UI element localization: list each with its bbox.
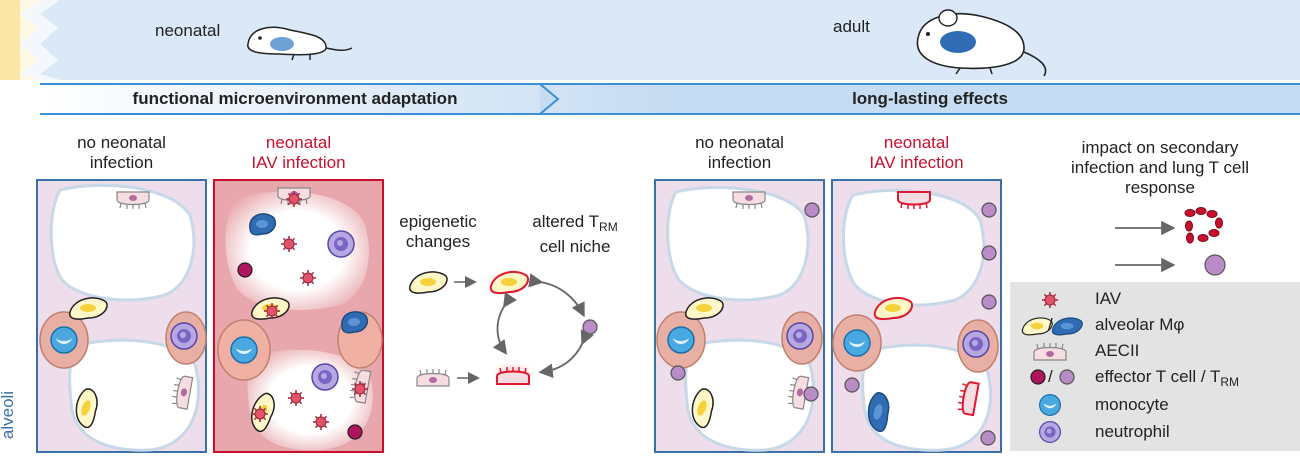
impact-label: impact on secondary infection and lung T… xyxy=(1071,138,1249,197)
phase-bar xyxy=(40,83,1300,115)
legend-iav: IAV xyxy=(1095,289,1122,308)
phase-left-label: functional microenvironment adaptation xyxy=(132,89,458,108)
phase-right-label: long-lasting effects xyxy=(852,89,1008,108)
legend-tcell: effector T cell / TRM xyxy=(1095,367,1239,392)
altered-niche-rest: cell niche xyxy=(539,237,611,256)
adult-mouse-icon xyxy=(916,9,1047,77)
neonatal-mouse-icon xyxy=(247,26,353,61)
legend-slash: / xyxy=(1048,315,1053,334)
alveoli-panel-infected-adult xyxy=(831,179,1002,453)
adult-label: adult xyxy=(833,17,870,36)
neonatal-label: neonatal xyxy=(155,21,221,40)
alveoli-panel-control-adult xyxy=(654,179,825,453)
panel1-title: no neonatal infection xyxy=(77,133,166,172)
legend-box xyxy=(1010,282,1300,451)
alveoli-side-label: alveoli xyxy=(0,390,17,440)
legend-slash-2: / xyxy=(1048,367,1053,386)
panel3-title: no neonatal infection xyxy=(695,133,784,172)
top-banner xyxy=(0,0,1300,80)
legend-tcell-sub: RM xyxy=(1220,375,1240,389)
alveoli-panel-control-neonatal xyxy=(36,179,207,453)
niche-schematic xyxy=(408,266,598,391)
impact-arrows xyxy=(1115,207,1226,276)
altered-niche-main: altered T xyxy=(532,212,600,231)
altered-niche-label: altered TRM cell niche xyxy=(520,212,630,257)
panel4-title: neonatal IAV infection xyxy=(869,133,964,172)
legend-tcell-main: effector T cell / T xyxy=(1095,367,1221,386)
panel2-title: neonatal IAV infection xyxy=(251,133,346,172)
legend-neutrophil: neutrophil xyxy=(1095,422,1170,441)
legend-macrophage: alveolar Mφ xyxy=(1095,315,1185,334)
epigenetic-label: epigenetic changes xyxy=(399,212,477,251)
altered-niche-sub: RM xyxy=(599,220,618,234)
legend-monocyte: monocyte xyxy=(1095,395,1169,414)
legend-aecii: AECII xyxy=(1095,341,1140,360)
alveoli-panel-infected-neonatal xyxy=(213,179,384,453)
